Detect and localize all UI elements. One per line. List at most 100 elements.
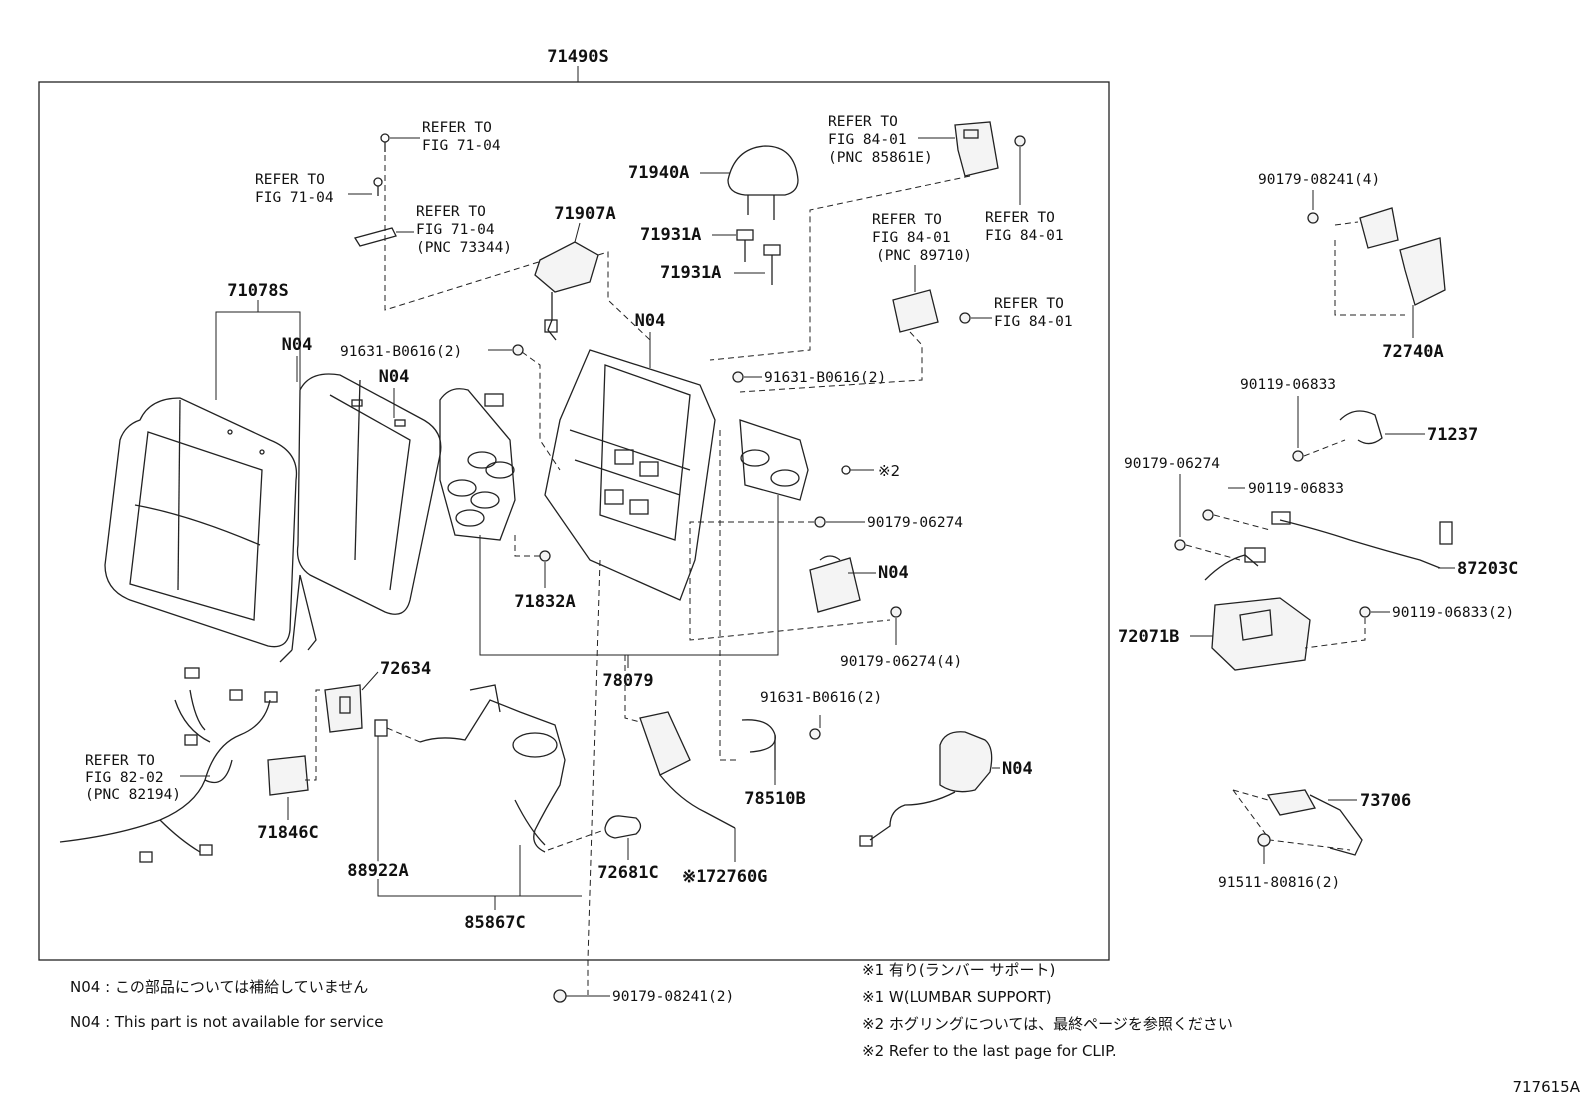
fastener-90179-08241-4[interactable]: 90179-08241(4) (1258, 172, 1380, 188)
mark2-note-japanese: ※2 ホグリングについては、最終ページを参照ください (862, 1015, 1233, 1033)
nut-90179-08241-4-icon (1307, 212, 1319, 224)
fastener-91631-B0616-c[interactable]: 91631-B0616(2) (760, 690, 882, 706)
part-78510B[interactable]: 78510B (744, 789, 805, 809)
fastener-90119-06833-b[interactable]: 90119-06833 (1248, 481, 1344, 497)
nut-90179-06274-a-icon (1174, 539, 1186, 551)
bolt-91511-80816-2-icon (1257, 833, 1271, 847)
cable-78510B-drawing (741, 719, 821, 770)
fastener-90179-08241-2[interactable]: 90179-08241(2) (612, 989, 734, 1005)
bolt-90119-06833-a-icon (1292, 450, 1304, 462)
headrest-drawing (727, 145, 799, 220)
part-71846C[interactable]: 71846C (257, 823, 318, 843)
nut-90179-06274-icon (814, 516, 826, 528)
n04-note-japanese: N04 : この部品については補給していません (70, 978, 368, 996)
fastener-91631-B0616-b[interactable]: 91631-B0616(2) (764, 370, 886, 386)
part-71832A[interactable]: 71832A (514, 592, 575, 612)
reference-fig-82-02-line2[interactable]: FIG 82-02 (85, 770, 164, 786)
lumbar-control-module-drawing (809, 555, 861, 613)
n04-note-english: N04 : This part is not available for ser… (70, 1013, 384, 1031)
part-71931A-lower[interactable]: 71931A (660, 263, 721, 283)
lumbar-pad-drawing (267, 684, 363, 796)
fastener-90119-06833-2[interactable]: 90119-06833(2) (1392, 605, 1514, 621)
reference-fig-84-01-b-line1: REFER TO (985, 210, 1055, 226)
bolt-90119-06833-b-icon (1202, 509, 1214, 521)
part-72071B[interactable]: 72071B (1118, 627, 1179, 647)
bracket-73706-drawing (1266, 789, 1363, 856)
reference-fig-84-01-a-line1: REFER TO (828, 114, 898, 130)
reference-fig-84-01-d-line1: REFER TO (994, 296, 1064, 312)
wire-harness-drawing (59, 667, 278, 863)
part-71237[interactable]: 71237 (1427, 425, 1478, 445)
mark1-note-english: ※1 W(LUMBAR SUPPORT) (862, 988, 1052, 1006)
lumbar-motor-drawing (859, 731, 993, 847)
n04-label-motor: N04 (1002, 759, 1033, 779)
headrest-support-screw-drawing (353, 133, 397, 247)
part-87203C[interactable]: 87203C (1457, 559, 1518, 579)
assembly-number-71490S[interactable]: 71490S (547, 47, 608, 67)
ecu-72071B-drawing (1211, 597, 1311, 671)
reference-fig-71-04-c-pnc: (PNC 73344) (416, 240, 512, 256)
seat-back-pad-drawing (279, 373, 442, 663)
fastener-91511-80816-2[interactable]: 91511-80816(2) (1218, 875, 1340, 891)
seat-back-lock-drawing (1359, 207, 1446, 306)
fastener-90179-06274-4[interactable]: 90179-06274(4) (840, 654, 962, 670)
clip-icon (841, 465, 851, 475)
lumbar-switch-mark: ※1 (682, 867, 706, 887)
reference-fig-84-01-c-pnc: (PNC 89710) (876, 248, 972, 264)
grommet-72681C-drawing (604, 815, 642, 839)
n04-label-pad-left: N04 (282, 335, 313, 355)
n04-label-module: N04 (878, 563, 909, 583)
reference-fig-84-01-c-line2[interactable]: FIG 84-01 (872, 230, 951, 246)
reference-fig-82-02-line1: REFER TO (85, 753, 155, 769)
seat-back-frame-drawing (544, 349, 716, 601)
reference-fig-82-02-pnc: (PNC 82194) (85, 787, 181, 803)
reference-fig-71-04-a-line1: REFER TO (422, 120, 492, 136)
bolt-90119-06833-2-icon (1359, 606, 1371, 618)
screw-71832A-icon (539, 550, 551, 562)
part-88922A[interactable]: 88922A (344, 858, 411, 884)
reference-fig-84-01-b-line2[interactable]: FIG 84-01 (985, 228, 1064, 244)
figure-id: 717615A (1512, 1078, 1580, 1096)
part-71078S[interactable]: 71078S (227, 281, 288, 301)
part-72634[interactable]: 72634 (380, 659, 431, 679)
part-71907A[interactable]: 71907A (554, 204, 615, 224)
mark2-note-english: ※2 Refer to the last page for CLIP. (862, 1042, 1117, 1060)
part-71940A[interactable]: 71940A (628, 163, 689, 183)
fastener-91631-B0616-a[interactable]: 91631-B0616(2) (340, 344, 462, 360)
part-71931A-upper[interactable]: 71931A (640, 225, 701, 245)
reference-fig-71-04-c-line2[interactable]: FIG 71-04 (416, 222, 495, 238)
bracket-71237-drawing (1339, 410, 1383, 445)
headrest-guide-drawing (736, 229, 781, 285)
fastener-90179-06274-a[interactable]: 90179-06274 (1124, 456, 1220, 472)
fastener-90119-06833-a[interactable]: 90119-06833 (1240, 377, 1336, 393)
screw-91631-left-icon (512, 344, 524, 356)
release-cable-drawing (534, 241, 599, 341)
reference-fig-71-04-c-line1: REFER TO (416, 204, 486, 220)
part-78079[interactable]: 78079 (602, 671, 653, 691)
reference-fig-71-04-a-line2[interactable]: FIG 71-04 (422, 138, 501, 154)
n04-label-pad-right: N04 (379, 367, 410, 387)
reference-fig-84-01-a-line2[interactable]: FIG 84-01 (828, 132, 907, 148)
reference-fig-84-01-d-line2[interactable]: FIG 84-01 (994, 314, 1073, 330)
reference-fig-84-01-c-line1: REFER TO (872, 212, 942, 228)
n04-label-frame: N04 (635, 311, 666, 331)
part-73706[interactable]: 73706 (1360, 791, 1411, 811)
fastener-90179-06274-b[interactable]: 90179-06274 (867, 515, 963, 531)
reference-fig-84-01-a-pnc: (PNC 85861E) (828, 150, 933, 166)
part-85867C[interactable]: 85867C (464, 913, 525, 933)
lumbar-spring-left-drawing (439, 388, 516, 541)
mark1-note-japanese: ※1 有り(ランバー サポート) (862, 961, 1055, 979)
part-72681C[interactable]: 72681C (597, 863, 658, 883)
reference-fig-71-04-b-line2[interactable]: FIG 71-04 (255, 190, 334, 206)
screw-91631-right-icon (732, 371, 744, 383)
lumbar-actuator-drawing (374, 684, 566, 853)
reference-fig-71-04-b-line1: REFER TO (255, 172, 325, 188)
nut-90179-06274-4-icon (890, 606, 902, 618)
sensor-module-drawing (892, 289, 971, 333)
part-72740A[interactable]: 72740A (1382, 342, 1443, 362)
lumbar-switch-drawing (639, 711, 736, 829)
part-72760G[interactable]: 72760G (706, 867, 767, 887)
seat-back-cover-drawing (104, 397, 298, 648)
nut-90179-08241-2-icon (553, 989, 567, 1003)
